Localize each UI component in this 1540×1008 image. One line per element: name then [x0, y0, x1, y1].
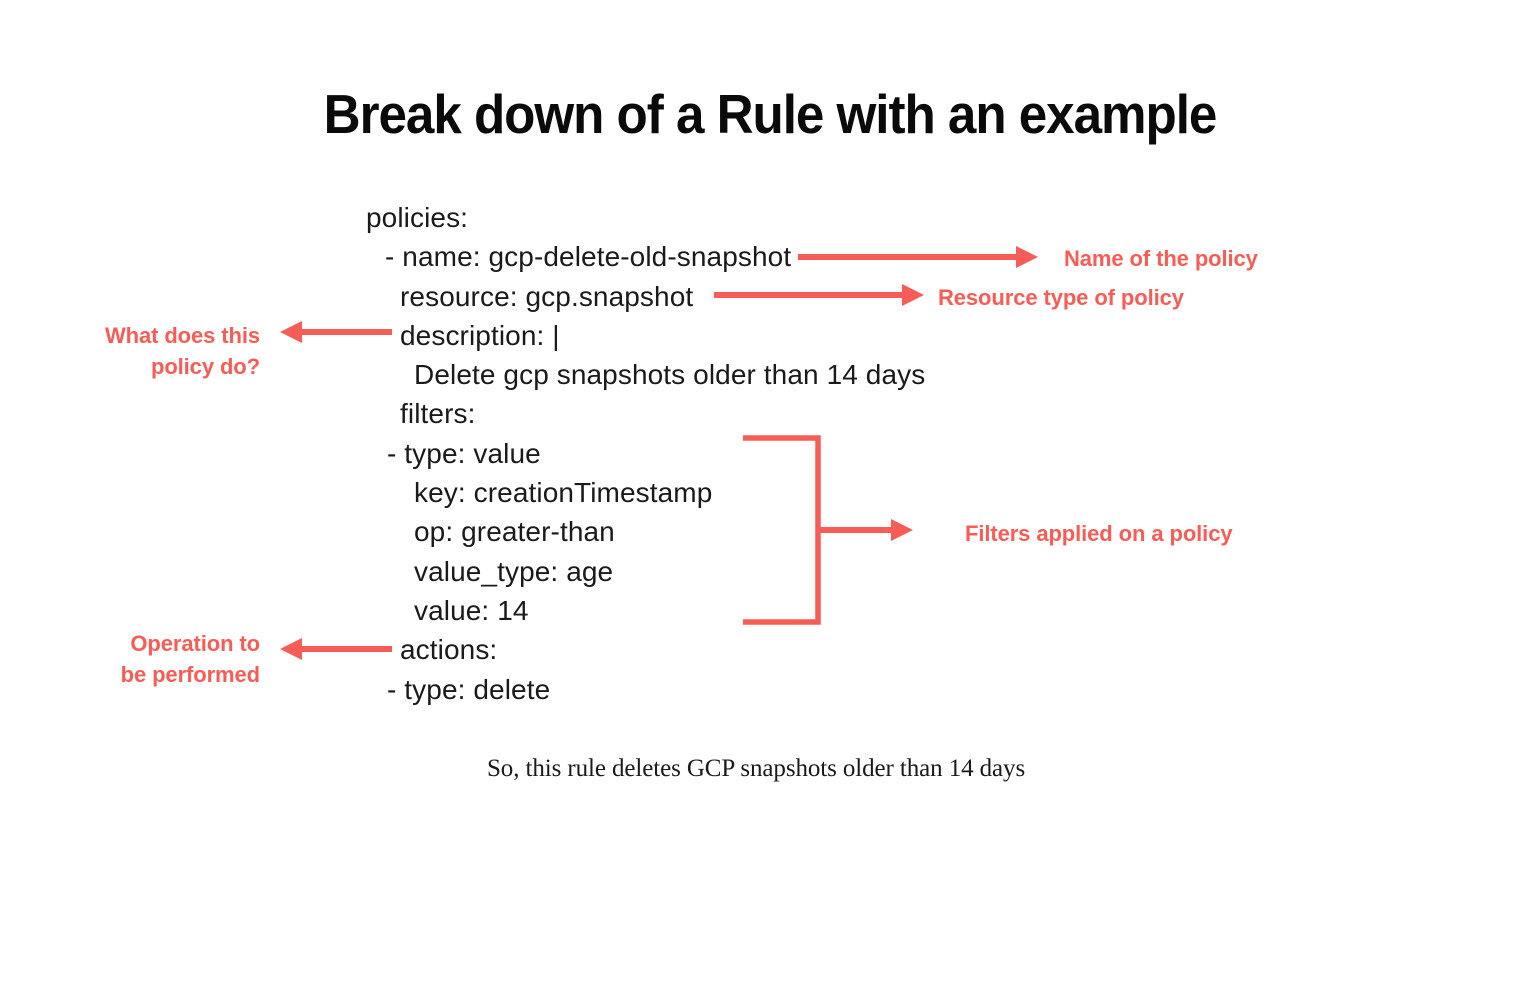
annotation-filters-applied: Filters applied on a policy	[965, 521, 1233, 546]
yaml-line: value_type: age	[414, 555, 614, 587]
page-title: Break down of a Rule with an example	[323, 83, 1218, 145]
yaml-line: Delete gcp snapshots older than 14 days	[414, 359, 926, 391]
yaml-line: op: greater-than	[414, 516, 615, 548]
annotation-what-does-policy-do: What does this policy do?	[104, 323, 260, 379]
annotation-name-of-policy: Name of the policy	[1064, 246, 1258, 271]
yaml-policy-block: policies: - name: gcp-delete-old-snapshot…	[366, 198, 925, 709]
yaml-line: - type: value	[387, 437, 541, 469]
yaml-line: actions:	[400, 634, 498, 666]
summary-caption: So, this rule deletes GCP snapshots olde…	[487, 755, 1026, 782]
yaml-line: - name: gcp-delete-old-snapshot	[385, 241, 792, 273]
annotation-operation-performed: Operation to be performed	[120, 631, 260, 687]
yaml-line: value: 14	[414, 594, 529, 626]
yaml-line: key: creationTimestamp	[414, 477, 713, 509]
yaml-line: policies:	[366, 202, 469, 233]
yaml-line: filters:	[400, 398, 476, 430]
yaml-line: resource: gcp.snapshot	[400, 280, 694, 312]
yaml-line: - type: delete	[387, 673, 551, 705]
annotation-resource-type: Resource type of policy	[938, 285, 1184, 310]
yaml-line: description: |	[400, 319, 560, 351]
